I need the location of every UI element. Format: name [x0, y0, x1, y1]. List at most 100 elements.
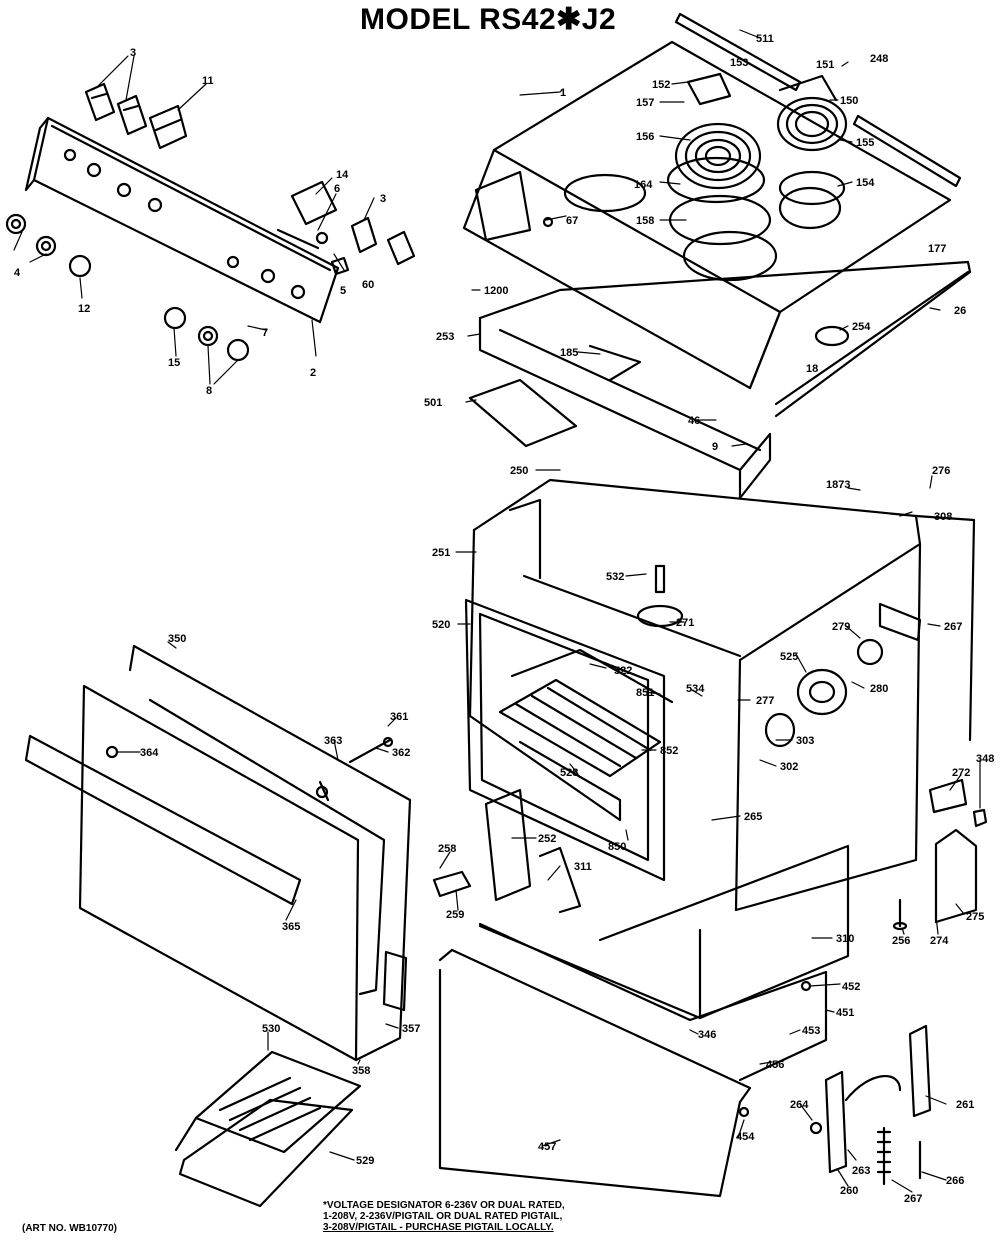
note-line: 3-208V/PIGTAIL - PURCHASE PIGTAIL LOCALL…	[323, 1222, 554, 1233]
part-label: 7	[262, 327, 268, 339]
part-label: 266	[946, 1175, 964, 1187]
part-label: 302	[780, 761, 798, 773]
part-label: 156	[636, 131, 654, 143]
cooktop-drawing	[462, 40, 952, 390]
part-label: 9	[712, 441, 718, 453]
part-label: 154	[856, 177, 875, 189]
part-label: 4	[14, 267, 21, 279]
cooktop-tray-drawing	[468, 260, 972, 500]
part-label: 260	[840, 1185, 858, 1197]
part-label: 530	[262, 1023, 280, 1035]
part-label: 850	[608, 841, 626, 853]
note-line: *VOLTAGE DESIGNATOR 6-236V OR DUAL RATED…	[323, 1200, 565, 1211]
part-label: 6	[334, 183, 340, 195]
part-label: 12	[78, 303, 90, 315]
note-line: 1-208V, 2-236V/PIGTAIL OR DUAL RATED PIG…	[323, 1211, 563, 1222]
part-label: 11	[202, 75, 214, 87]
part-label: 453	[802, 1025, 820, 1037]
part-label: 350	[168, 633, 186, 645]
part-label: 303	[796, 735, 814, 747]
part-label: 454	[736, 1131, 755, 1143]
part-label: 150	[840, 95, 858, 107]
part-label: 250	[510, 465, 528, 477]
part-label: 259	[446, 909, 464, 921]
part-label: 252	[538, 833, 556, 845]
part-label: 1	[560, 87, 566, 99]
part-label: 528	[560, 767, 578, 779]
bracket-drawings	[432, 788, 582, 914]
rear-bracket-drawing	[892, 778, 988, 931]
oven-door-drawing	[24, 644, 412, 1062]
part-label: 151	[816, 59, 834, 71]
part-label: 267	[944, 621, 962, 633]
part-label: 263	[852, 1165, 870, 1177]
part-label: 158	[636, 215, 654, 227]
part-label: 280	[870, 683, 888, 695]
part-label: 520	[432, 619, 450, 631]
part-label: 251	[432, 547, 450, 559]
part-label: 363	[324, 735, 342, 747]
part-label: 456	[766, 1059, 784, 1071]
part-label: 452	[842, 981, 860, 993]
drawer-front-drawing	[438, 922, 828, 1198]
part-label: 348	[976, 753, 994, 765]
part-label: 310	[836, 933, 854, 945]
part-label: 46	[688, 415, 700, 427]
part-label: 346	[698, 1029, 716, 1041]
part-label: 271	[676, 617, 694, 629]
leader-lines	[13, 29, 981, 1193]
part-label: 26	[954, 305, 966, 317]
hinge-spring-drawings	[809, 1024, 932, 1186]
part-label: 364	[140, 747, 159, 759]
part-label: 264	[790, 1099, 809, 1111]
broiler-pan-drawing	[174, 1050, 362, 1208]
part-label: 5	[340, 285, 346, 297]
part-label: 1873	[826, 479, 850, 491]
part-label: 274	[930, 935, 949, 947]
part-label: 155	[856, 137, 874, 149]
part-label: 60	[362, 279, 374, 291]
part-label: 851	[636, 687, 654, 699]
part-label: 67	[566, 215, 578, 227]
part-label: 248	[870, 53, 888, 65]
voltage-designator-note: *VOLTAGE DESIGNATOR 6-236V OR DUAL RATED…	[323, 1200, 565, 1233]
part-label: 265	[744, 811, 762, 823]
part-label: 153	[730, 57, 748, 69]
part-label: 361	[390, 711, 408, 723]
part-label: 522	[614, 665, 632, 677]
part-label: 529	[356, 1155, 374, 1167]
part-label: 2	[310, 367, 316, 379]
part-label: 365	[282, 921, 300, 933]
diagram-title: MODEL RS42✱J2	[360, 3, 617, 36]
part-label: 276	[932, 465, 950, 477]
infinite-switch-drawings	[84, 82, 416, 266]
oven-rack-drawing	[498, 648, 674, 822]
part-label: 261	[956, 1099, 974, 1111]
part-label: 157	[636, 97, 654, 109]
part-label: 311	[574, 861, 592, 873]
part-label: 275	[966, 911, 984, 923]
part-label: 1200	[484, 285, 508, 297]
part-label: 267	[904, 1193, 922, 1205]
part-label: 532	[606, 571, 624, 583]
part-label: 525	[780, 651, 798, 663]
part-label: 451	[836, 1007, 854, 1019]
part-label: 3	[130, 47, 136, 59]
part-label: 164	[634, 179, 653, 191]
part-label: 152	[652, 79, 670, 91]
part-label: 852	[660, 745, 678, 757]
part-label: 256	[892, 935, 910, 947]
part-label: 279	[832, 621, 850, 633]
part-label: 308	[934, 511, 952, 523]
part-label: 457	[538, 1141, 556, 1153]
surface-unit-drawings	[666, 72, 848, 282]
part-label: 534	[686, 683, 705, 695]
door-hinge-drawing	[315, 736, 394, 802]
part-label: 253	[436, 331, 454, 343]
part-label: 3	[380, 193, 386, 205]
part-label: 177	[928, 243, 946, 255]
oven-body-drawing	[468, 478, 976, 912]
control-knob-drawings	[5, 213, 250, 362]
part-label: 8	[206, 385, 212, 397]
